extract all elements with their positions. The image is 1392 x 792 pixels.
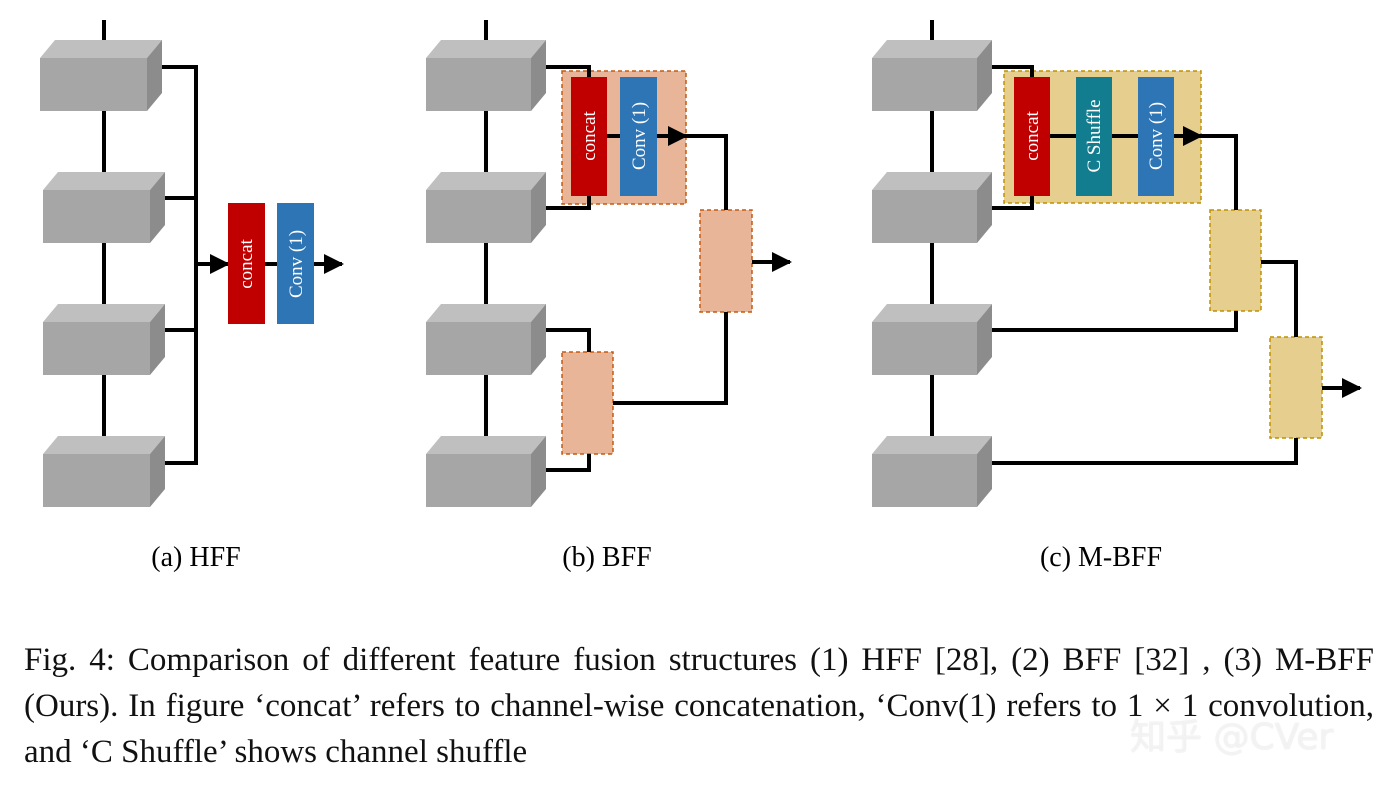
- connection-lines: [546, 65, 792, 472]
- conv-block: [1138, 77, 1174, 196]
- feature-block: [872, 436, 992, 507]
- fusion-block-middle: [1209, 209, 1262, 312]
- feature-block: [872, 40, 992, 111]
- feature-block: [43, 304, 165, 375]
- conv-block: [620, 77, 657, 196]
- feature-block: [426, 436, 546, 507]
- feature-block: [426, 172, 546, 243]
- feature-block: [872, 304, 992, 375]
- fusion-block-lower: [561, 351, 614, 455]
- concat-block-label: concat: [1022, 110, 1043, 160]
- fusion-block-final: [699, 209, 753, 313]
- panel-label-mbff: (c) M-BFF: [1040, 542, 1162, 573]
- concat-block: [228, 203, 265, 324]
- feature-block: [43, 172, 165, 243]
- shuffle-block-label: C Shuffle: [1084, 99, 1105, 172]
- panel-hff: concat Conv (1) (a) HFF: [40, 20, 344, 573]
- conv-block-label: Conv (1): [286, 230, 307, 298]
- concat-block-label: concat: [579, 110, 600, 160]
- shuffle-block: [1076, 77, 1112, 196]
- figure-caption: Fig. 4: Comparison of different feature …: [24, 637, 1374, 775]
- conv-block: [277, 203, 314, 324]
- feature-block: [40, 40, 162, 111]
- panel-label-hff: (a) HFF: [151, 542, 240, 573]
- panel-label-bff: (b) BFF: [562, 542, 651, 573]
- panel-bff: concat Conv (1) (b) BFF: [426, 20, 792, 573]
- connection-lines: [992, 65, 1362, 465]
- concat-block-label: concat: [236, 238, 257, 288]
- feature-block: [426, 40, 546, 111]
- watermark: 知乎 @CVer: [1130, 717, 1334, 758]
- feature-block: [872, 172, 992, 243]
- panel-mbff: concat C Shuffle Conv (1) (c) M-BFF: [872, 20, 1362, 573]
- feature-block: [426, 304, 546, 375]
- concat-block: [571, 77, 607, 196]
- connection-lines: [162, 65, 344, 465]
- conv-block-label: Conv (1): [629, 102, 650, 170]
- feature-block: [43, 436, 165, 507]
- feature-fusion-diagram: concat Conv (1) (a) HFF: [40, 20, 1362, 573]
- conv-block-label: Conv (1): [1146, 102, 1167, 170]
- fusion-block-final: [1269, 336, 1323, 439]
- caption-prefix: Fig. 4:: [24, 642, 115, 678]
- concat-block: [1014, 77, 1050, 196]
- caption-text: Comparison of different feature fusion s…: [24, 642, 1374, 770]
